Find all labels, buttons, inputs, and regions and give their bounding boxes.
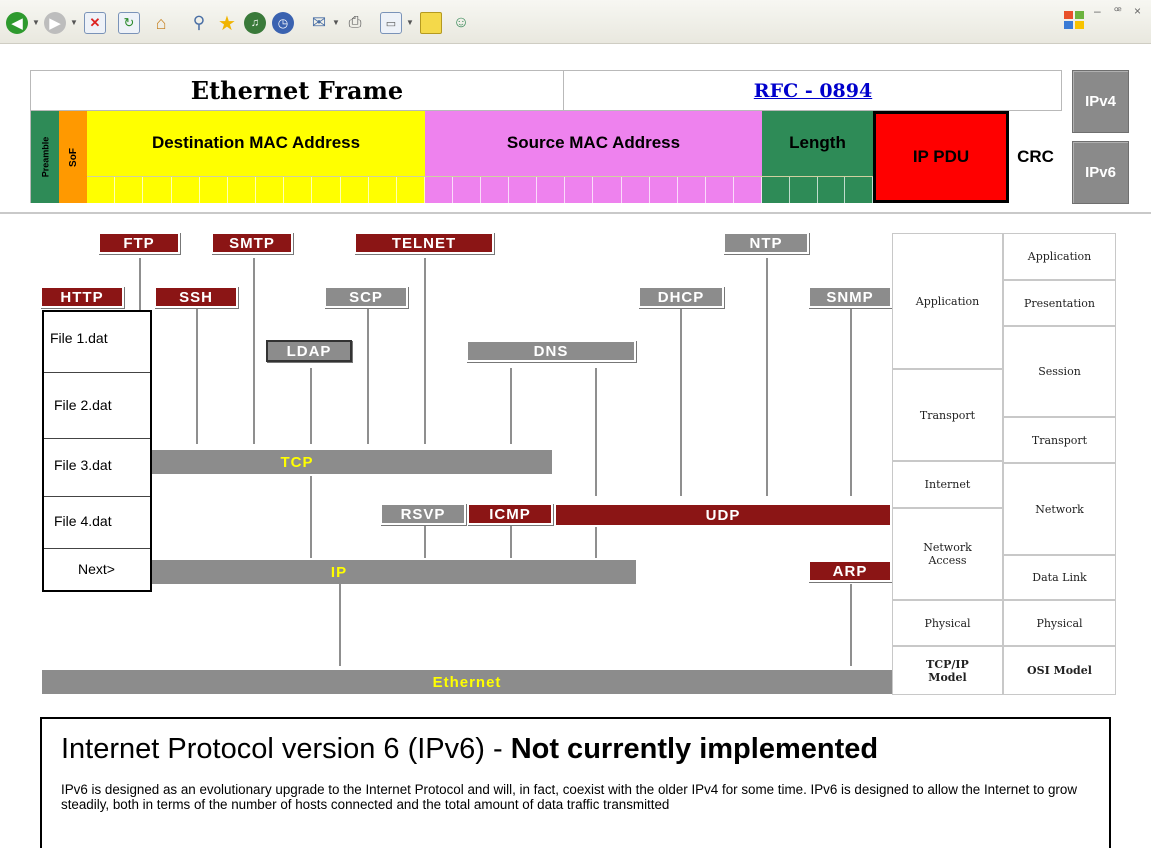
divider <box>44 372 150 373</box>
osi-data-link-layer[interactable]: Data Link <box>1003 555 1116 600</box>
ethernet-frame-panel: Ethernet Frame RFC - 0894 Preamble SoF D… <box>30 70 1062 203</box>
crc-field[interactable]: CRC <box>1009 111 1062 203</box>
osi-presentation-layer[interactable]: Presentation <box>1003 280 1116 326</box>
rsvp-protocol[interactable]: RSVP <box>380 503 466 525</box>
search-icon[interactable]: ⚲ <box>192 13 206 32</box>
connector-line <box>310 476 312 558</box>
discuss-icon[interactable] <box>420 12 442 34</box>
windows-logo-icon <box>1062 8 1086 32</box>
info-panel: Internet Protocol version 6 (IPv6) - Not… <box>40 717 1111 848</box>
scp-protocol[interactable]: SCP <box>324 286 408 308</box>
info-body: IPv6 is designed as an evolutionary upgr… <box>61 782 1078 812</box>
icmp-protocol[interactable]: ICMP <box>467 503 553 525</box>
connector-line <box>510 368 512 444</box>
connector-line <box>196 308 198 444</box>
close-button[interactable]: × <box>1134 4 1142 18</box>
next-button[interactable]: Next> <box>78 561 115 577</box>
connector-line <box>595 526 597 558</box>
sof-field[interactable]: SoF <box>59 111 87 203</box>
mail-dropdown-icon[interactable]: ▼ <box>332 18 340 27</box>
dns-protocol[interactable]: DNS <box>466 340 636 362</box>
browser-toolbar: ◀ ▼ ▶ ▼ ✕ ↻ ⌂ ⚲ ★ ♫ ◷ ✉ ▼ ⎙ ▭ ▼ ☺ – ꟹ × <box>0 0 1151 44</box>
osi-transport-layer[interactable]: Transport <box>1003 417 1116 463</box>
rfc-link[interactable]: RFC - 0894 <box>753 79 873 102</box>
tcpip-internet-layer[interactable]: Internet <box>892 461 1003 508</box>
protocol-diagram: FTP SMTP TELNET NTP HTTP SSH SCP DHCP SN… <box>0 220 895 700</box>
smtp-protocol[interactable]: SMTP <box>211 232 293 254</box>
tcpip-application-layer[interactable]: Application <box>892 233 1003 369</box>
ssh-protocol[interactable]: SSH <box>154 286 238 308</box>
connector-line <box>510 526 512 558</box>
connector-line <box>850 308 852 496</box>
snmp-protocol[interactable]: SNMP <box>808 286 892 308</box>
ipv4-button[interactable]: IPv4 <box>1072 70 1129 133</box>
minimize-button[interactable]: – <box>1094 4 1101 18</box>
history-icon[interactable]: ◷ <box>272 12 294 34</box>
dhcp-protocol[interactable]: DHCP <box>638 286 724 308</box>
osi-application-layer[interactable]: Application <box>1003 233 1116 280</box>
refresh-icon[interactable]: ↻ <box>118 12 140 34</box>
ethernet-bar[interactable]: Ethernet <box>42 670 892 694</box>
connector-line <box>139 258 141 352</box>
connector-line <box>766 258 768 496</box>
tcpip-network-access-layer[interactable]: Network Access <box>892 508 1003 600</box>
osi-model-label: OSI Model <box>1003 646 1116 695</box>
udp-bar[interactable]: UDP <box>554 503 892 527</box>
connector-line <box>253 258 255 444</box>
stop-icon[interactable]: ✕ <box>84 12 106 34</box>
messenger-icon[interactable]: ☺ <box>452 14 470 31</box>
file-item[interactable]: File 3.dat <box>54 457 112 473</box>
connector-line <box>850 584 852 666</box>
home-icon[interactable]: ⌂ <box>155 12 167 33</box>
ntp-protocol[interactable]: NTP <box>723 232 809 254</box>
file-item[interactable]: File 1.dat <box>50 330 108 346</box>
destination-mac-field[interactable]: Destination MAC Address <box>87 111 426 203</box>
forward-dropdown-icon[interactable]: ▼ <box>70 18 78 27</box>
osi-network-layer[interactable]: Network <box>1003 463 1116 555</box>
divider <box>44 496 150 497</box>
file-list-panel: File 1.dat File 2.dat File 3.dat File 4.… <box>42 310 152 592</box>
ip-pdu-field[interactable]: IP PDU <box>873 111 1009 203</box>
info-title: Internet Protocol version 6 (IPv6) - Not… <box>61 733 878 766</box>
arp-protocol[interactable]: ARP <box>808 560 892 582</box>
file-item[interactable]: File 2.dat <box>54 397 112 413</box>
back-icon[interactable]: ◀ <box>6 12 28 34</box>
back-dropdown-icon[interactable]: ▼ <box>32 18 40 27</box>
connector-line <box>595 368 597 496</box>
source-mac-field[interactable]: Source MAC Address <box>425 111 762 203</box>
mail-icon[interactable]: ✉ <box>311 13 327 32</box>
connector-line <box>424 258 426 444</box>
osi-physical-layer[interactable]: Physical <box>1003 600 1116 646</box>
divider <box>44 438 150 439</box>
connector-line <box>424 526 426 558</box>
tcpip-model-label: TCP/IP Model <box>892 646 1003 695</box>
connector-line <box>339 584 341 666</box>
info-title-text: Internet Protocol version 6 (IPv6) - <box>61 733 511 765</box>
section-divider <box>0 212 1151 214</box>
telnet-protocol[interactable]: TELNET <box>354 232 494 254</box>
edit-dropdown-icon[interactable]: ▼ <box>406 18 414 27</box>
edit-icon[interactable]: ▭ <box>380 12 402 34</box>
file-item[interactable]: File 4.dat <box>54 513 112 529</box>
favorites-icon[interactable]: ★ <box>218 12 236 35</box>
media-icon[interactable]: ♫ <box>244 12 266 34</box>
http-protocol[interactable]: HTTP <box>40 286 124 308</box>
connector-line <box>367 308 369 444</box>
connector-line <box>310 368 312 444</box>
info-title-status: Not currently implemented <box>510 733 879 765</box>
length-field[interactable]: Length <box>762 111 873 203</box>
print-icon[interactable]: ⎙ <box>348 14 362 31</box>
restore-button[interactable]: ꟹ <box>1114 4 1122 18</box>
connector-line <box>680 308 682 496</box>
ftp-protocol[interactable]: FTP <box>98 232 180 254</box>
ipv6-button[interactable]: IPv6 <box>1072 141 1129 204</box>
tcpip-physical-layer[interactable]: Physical <box>892 600 1003 646</box>
osi-session-layer[interactable]: Session <box>1003 326 1116 417</box>
tcpip-transport-layer[interactable]: Transport <box>892 369 1003 461</box>
ldap-protocol[interactable]: LDAP <box>266 340 352 362</box>
divider <box>44 548 150 549</box>
preamble-field[interactable]: Preamble <box>31 111 59 203</box>
frame-title: Ethernet Frame <box>31 71 564 111</box>
forward-icon[interactable]: ▶ <box>44 12 66 34</box>
